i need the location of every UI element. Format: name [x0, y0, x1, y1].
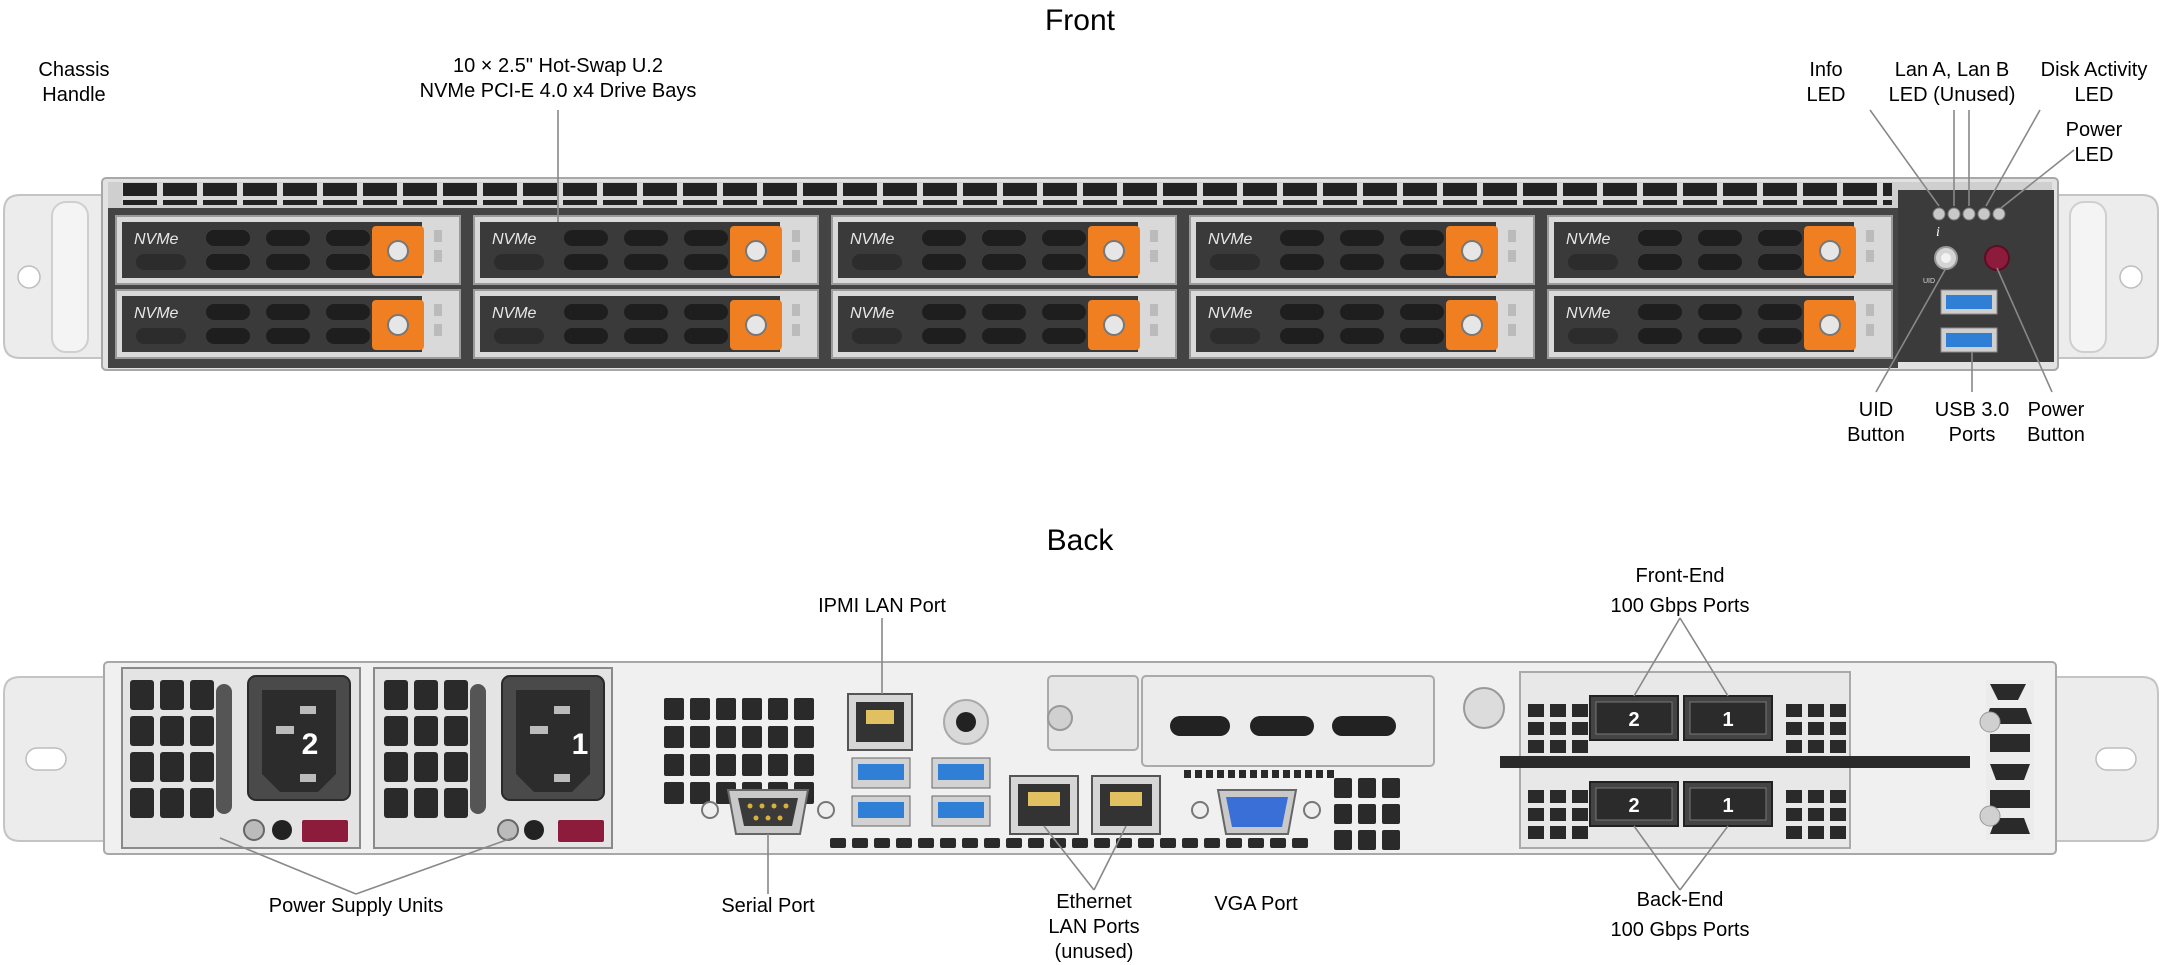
back-right-handle: [2053, 676, 2159, 842]
disk-activity-led: [1977, 207, 1991, 221]
nvme-label: NVMe: [492, 231, 537, 248]
back-end-port-2-number: 2: [1628, 795, 1639, 817]
nvme-label: NVMe: [1566, 231, 1611, 248]
nvme-drive-bay-5[interactable]: NVMe: [1547, 215, 1893, 285]
lan-b-led: [1962, 207, 1976, 221]
front-section-title: Front: [1044, 4, 1116, 37]
nvme-label: NVMe: [850, 231, 895, 248]
ethernet-lan-port-a[interactable]: [1009, 775, 1079, 835]
front-end-port-2[interactable]: 2: [1589, 695, 1679, 741]
nvme-label: NVMe: [1208, 231, 1253, 248]
nvme-drive-bay-7[interactable]: NVMe: [473, 289, 819, 359]
back-left-handle: [3, 676, 109, 842]
nvme-drive-bay-4[interactable]: NVMe: [1189, 215, 1535, 285]
nvme-drive-bay-3[interactable]: NVMe: [831, 215, 1177, 285]
usb-port-1[interactable]: [1940, 289, 1998, 315]
front-end-port-1[interactable]: 1: [1683, 695, 1773, 741]
right-chassis-handle: [2053, 194, 2159, 359]
power-led: [1992, 207, 2006, 221]
expansion-slot-blanks: [1047, 675, 1505, 767]
callout-lines: [219, 109, 2075, 895]
nvme-label: NVMe: [1208, 305, 1253, 322]
back-section-title: Back: [1046, 524, 1114, 557]
lan-a-led: [1947, 207, 1961, 221]
nvme-label: NVMe: [850, 305, 895, 322]
power-supply-units-label: Power Supply Units: [268, 895, 444, 917]
front-control-panel: i UID: [1898, 190, 2054, 362]
front-top-vent: [122, 183, 1892, 205]
power-supply-unit-2: 2: [121, 667, 361, 849]
rear-right-vent: [1979, 680, 2034, 840]
nvme-label: NVMe: [134, 231, 179, 248]
front-end-port-1-number: 1: [1722, 709, 1733, 731]
back-end-port-2[interactable]: 2: [1589, 781, 1679, 827]
nvme-label: NVMe: [492, 305, 537, 322]
nvme-drive-bay-9[interactable]: NVMe: [1189, 289, 1535, 359]
power-supply-unit-1: 1: [373, 667, 613, 849]
ipmi-lan-port[interactable]: [847, 693, 913, 751]
info-led: [1932, 207, 1946, 221]
back-end-port-1[interactable]: 1: [1683, 781, 1773, 827]
nvme-drive-bay-2[interactable]: NVMe: [473, 215, 819, 285]
usb-port-2[interactable]: [1940, 327, 1998, 353]
serial-port-label: Serial Port: [721, 895, 815, 917]
uid-mark: UID: [1923, 278, 1935, 285]
nvme-drive-bay-8[interactable]: NVMe: [831, 289, 1177, 359]
power-button[interactable]: [1984, 245, 2010, 271]
psu-2-number: 2: [302, 728, 319, 761]
psu-1-number: 1: [572, 728, 589, 761]
nvme-label: NVMe: [1566, 305, 1611, 322]
nvme-label: NVMe: [134, 305, 179, 322]
nvme-drive-bay-6[interactable]: NVMe: [115, 289, 461, 359]
ipmi-lan-port-label: IPMI LAN Port: [818, 595, 946, 617]
back-view: 2 1: [3, 661, 2159, 855]
nvme-drive-bay-10[interactable]: NVMe: [1547, 289, 1893, 359]
left-chassis-handle: [3, 194, 109, 359]
front-end-port-2-number: 2: [1628, 709, 1639, 731]
nvme-drive-bay-1[interactable]: NVMe: [115, 215, 461, 285]
ethernet-lan-port-b[interactable]: [1091, 775, 1161, 835]
info-icon: i: [1936, 225, 1940, 240]
vga-port-label: VGA Port: [1214, 893, 1298, 915]
back-end-port-1-number: 1: [1722, 795, 1733, 817]
serial-port[interactable]: [701, 789, 835, 835]
rear-usb-ports[interactable]: [851, 757, 991, 827]
vga-port[interactable]: [1191, 789, 1321, 835]
